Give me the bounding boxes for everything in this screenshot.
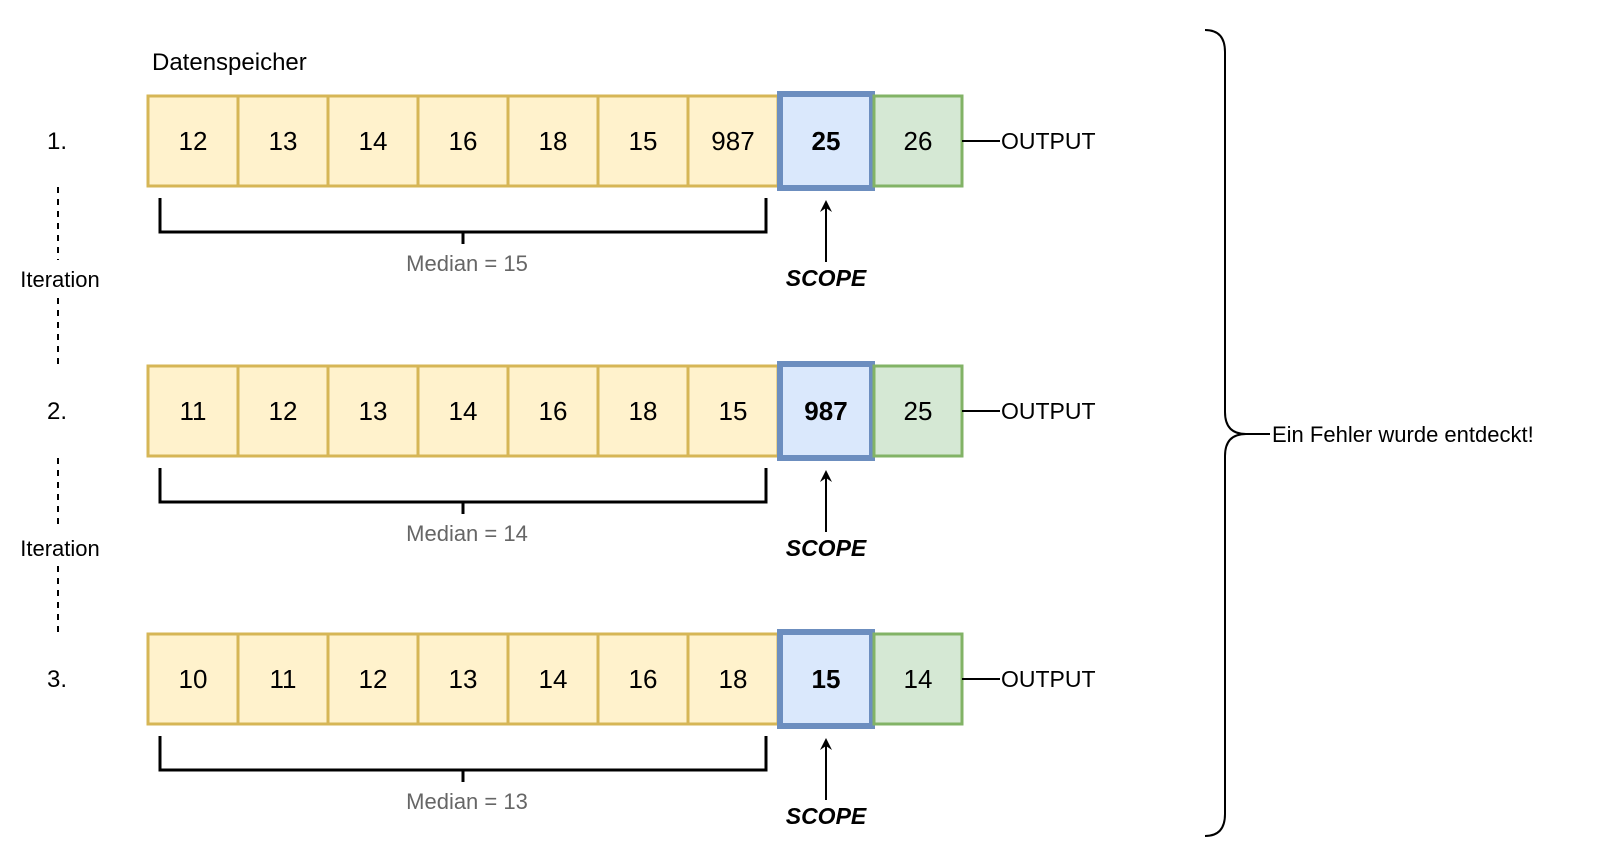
output-cell xyxy=(872,364,964,458)
buffer-cell xyxy=(506,94,600,188)
buffer-cell-value: 12 xyxy=(269,396,298,426)
buffer-cell-value: 11 xyxy=(270,664,297,694)
iteration-separator-2: Iteration xyxy=(20,458,100,636)
buffer-cell-value: 18 xyxy=(539,126,568,156)
buffer-cell xyxy=(146,364,240,458)
buffer-cell-value: 13 xyxy=(449,664,478,694)
buffer-cell xyxy=(506,364,600,458)
scope-cell-value: 987 xyxy=(804,396,847,426)
buffer-cell-value: 12 xyxy=(359,664,388,694)
buffer-cell-value: 13 xyxy=(269,126,298,156)
scope-label: SCOPE xyxy=(786,535,867,561)
iteration-separator-1: Iteration xyxy=(20,187,100,365)
buffer-cell xyxy=(506,632,600,726)
scope-label: SCOPE xyxy=(786,803,867,829)
output-label: OUTPUT xyxy=(1001,128,1096,154)
scope-cell xyxy=(777,629,875,729)
buffer-cell xyxy=(326,364,420,458)
median-bracket xyxy=(158,468,768,504)
buffer-cell xyxy=(596,94,690,188)
error-label: Ein Fehler wurde entdeckt! xyxy=(1272,422,1534,447)
scope-cell xyxy=(777,91,875,191)
median-bracket xyxy=(158,736,768,772)
output-cell xyxy=(872,94,964,188)
buffer-cell-value: 14 xyxy=(539,664,568,694)
buffer-cell xyxy=(686,364,780,458)
diagram-title: Datenspeicher xyxy=(152,49,307,76)
buffer-cell xyxy=(146,94,240,188)
buffer-cell xyxy=(686,94,780,188)
buffer-cell-value: 18 xyxy=(629,396,658,426)
buffer-cell-value: 18 xyxy=(719,664,748,694)
buffer-cell xyxy=(596,364,690,458)
median-label: Median = 15 xyxy=(406,251,528,276)
buffer-cell-value: 14 xyxy=(449,396,478,426)
row-index-label: 3. xyxy=(47,666,67,693)
buffer-cell-value: 15 xyxy=(719,396,748,426)
row-index-label: 1. xyxy=(47,128,67,155)
buffer-cell xyxy=(326,94,420,188)
output-label: OUTPUT xyxy=(1001,398,1096,424)
scope-label: SCOPE xyxy=(786,265,867,291)
scope-cell-value: 25 xyxy=(812,126,841,156)
output-cell-value: 25 xyxy=(904,396,933,426)
buffer-cell xyxy=(236,364,330,458)
buffer-cell-value: 16 xyxy=(629,664,658,694)
output-cell xyxy=(872,632,964,726)
output-cell-value: 26 xyxy=(904,126,933,156)
buffer-cell-value: 12 xyxy=(179,126,208,156)
median-label: Median = 14 xyxy=(406,521,528,546)
buffer-cell-value: 14 xyxy=(359,126,388,156)
median-label: Median = 13 xyxy=(406,789,528,814)
output-cell-value: 14 xyxy=(904,664,933,694)
buffer-cell-value: 987 xyxy=(711,126,754,156)
buffer-cell xyxy=(596,632,690,726)
scope-cell-value: 15 xyxy=(812,664,841,694)
iteration-label: Iteration xyxy=(20,267,100,292)
error-curly-brace xyxy=(1204,29,1247,837)
buffer-cell-value: 13 xyxy=(359,396,388,426)
iteration-label: Iteration xyxy=(20,536,100,561)
buffer-cell-value: 16 xyxy=(449,126,478,156)
buffer-cell xyxy=(236,94,330,188)
scope-cell xyxy=(777,361,875,461)
buffer-cell-value: 16 xyxy=(539,396,568,426)
output-label: OUTPUT xyxy=(1001,666,1096,692)
buffer-cell xyxy=(416,364,510,458)
buffer-cell-value: 15 xyxy=(629,126,658,156)
buffer-cell-value: 10 xyxy=(179,664,208,694)
median-bracket xyxy=(158,198,768,234)
buffer-cell-value: 11 xyxy=(180,396,207,426)
row-index-label: 2. xyxy=(47,398,67,425)
